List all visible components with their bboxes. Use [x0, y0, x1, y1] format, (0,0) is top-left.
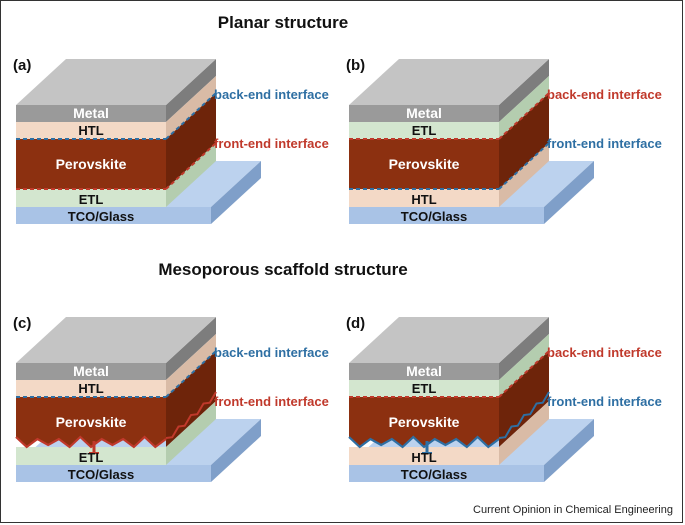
tco-front-face — [16, 465, 211, 482]
front-interface-side-line — [498, 391, 550, 439]
front-interface-label: front-end interface — [214, 136, 329, 151]
front-interface-side-line — [165, 391, 217, 439]
back-interface-side-line — [498, 350, 550, 398]
back-interface-side-line — [165, 92, 217, 140]
planar-title: Planar structure — [218, 13, 348, 32]
substrate-label: TCO/Glass — [68, 209, 134, 224]
front-interface-label: front-end interface — [214, 394, 329, 409]
upper-layer-side-face — [499, 334, 549, 397]
perovskite-side-face — [166, 93, 216, 189]
upper-layer-front-face — [349, 380, 499, 397]
upper-layer-side-face — [166, 334, 216, 397]
back-interface-label: back-end interface — [214, 87, 329, 102]
back-interface-label: back-end interface — [547, 345, 662, 360]
tco-front-face — [16, 207, 211, 224]
perovskite-label: Perovskite — [389, 156, 460, 172]
upper-layer-front-face — [16, 122, 166, 139]
tco-side-face — [211, 419, 261, 482]
front-interface-side-line — [498, 142, 550, 190]
upper-layer-label: HTL — [78, 381, 103, 396]
scaffold-pillar — [425, 441, 429, 453]
lower-layer-side-face — [499, 401, 549, 465]
scaffold-pillar — [92, 441, 96, 453]
lower-layer-front-face — [349, 447, 499, 465]
metal-front-face — [349, 105, 499, 122]
metal-top-face — [16, 317, 216, 363]
substrate-label: TCO/Glass — [401, 209, 467, 224]
tco-side-face — [544, 419, 594, 482]
front-interface-label: front-end interface — [547, 394, 662, 409]
lower-layer-front-face — [16, 447, 166, 465]
upper-layer-label: ETL — [412, 381, 437, 396]
metal-front-face — [349, 363, 499, 380]
upper-layer-front-face — [16, 380, 166, 397]
lower-layer-label: HTL — [411, 450, 436, 465]
lower-layer-label: ETL — [79, 450, 104, 465]
tco-side-face — [544, 161, 594, 224]
upper-layer-label: HTL — [78, 123, 103, 138]
tco-front-face — [349, 465, 544, 482]
metal-label: Metal — [406, 363, 442, 379]
back-interface-label: back-end interface — [214, 345, 329, 360]
panel-label: (b) — [346, 57, 365, 74]
lower-layer-label: HTL — [411, 192, 436, 207]
back-interface-label: back-end interface — [547, 87, 662, 102]
lower-layer-front-face — [349, 189, 499, 207]
metal-front-face — [16, 105, 166, 122]
back-interface-side-line — [498, 92, 550, 140]
perovskite-front-face — [349, 139, 499, 189]
perovskite-side-face — [166, 351, 216, 447]
perovskite-side-face — [499, 351, 549, 447]
front-interface-line — [15, 435, 167, 449]
upper-layer-side-face — [499, 76, 549, 139]
front-interface-label: front-end interface — [547, 136, 662, 151]
metal-side-face — [499, 59, 549, 122]
upper-layer-side-face — [166, 76, 216, 139]
substrate-label: TCO/Glass — [401, 467, 467, 482]
lower-layer-label: ETL — [79, 192, 104, 207]
metal-label: Metal — [406, 105, 442, 121]
upper-layer-front-face — [349, 122, 499, 139]
lower-layer-side-face — [166, 401, 216, 465]
perovskite-front-face — [16, 139, 166, 189]
substrate-label: TCO/Glass — [68, 467, 134, 482]
tco-front-face — [349, 207, 544, 224]
panel-label: (d) — [346, 315, 365, 332]
metal-label: Metal — [73, 105, 109, 121]
perovskite-front-face — [349, 397, 499, 447]
metal-top-face — [16, 59, 216, 105]
metal-side-face — [499, 317, 549, 380]
metal-top-face — [349, 317, 549, 363]
front-interface-line — [348, 435, 500, 449]
panel-label: (c) — [13, 315, 31, 332]
perovskite-front-face — [16, 397, 166, 447]
perovskite-side-face — [499, 93, 549, 189]
lower-layer-front-face — [16, 189, 166, 207]
metal-front-face — [16, 363, 166, 380]
metal-side-face — [166, 59, 216, 122]
metal-top-face — [349, 59, 549, 105]
lower-layer-side-face — [499, 143, 549, 207]
upper-layer-label: ETL — [412, 123, 437, 138]
panel-label: (a) — [13, 57, 31, 74]
back-interface-side-line — [165, 350, 217, 398]
perovskite-label: Perovskite — [389, 414, 460, 430]
credit-text: Current Opinion in Chemical Engineering — [473, 504, 673, 516]
front-interface-side-line — [165, 142, 217, 190]
metal-label: Metal — [73, 363, 109, 379]
perovskite-label: Perovskite — [56, 414, 127, 430]
tco-side-face — [211, 161, 261, 224]
metal-side-face — [166, 317, 216, 380]
mesoporous-title: Mesoporous scaffold structure — [158, 260, 407, 279]
perovskite-label: Perovskite — [56, 156, 127, 172]
lower-layer-side-face — [166, 143, 216, 207]
